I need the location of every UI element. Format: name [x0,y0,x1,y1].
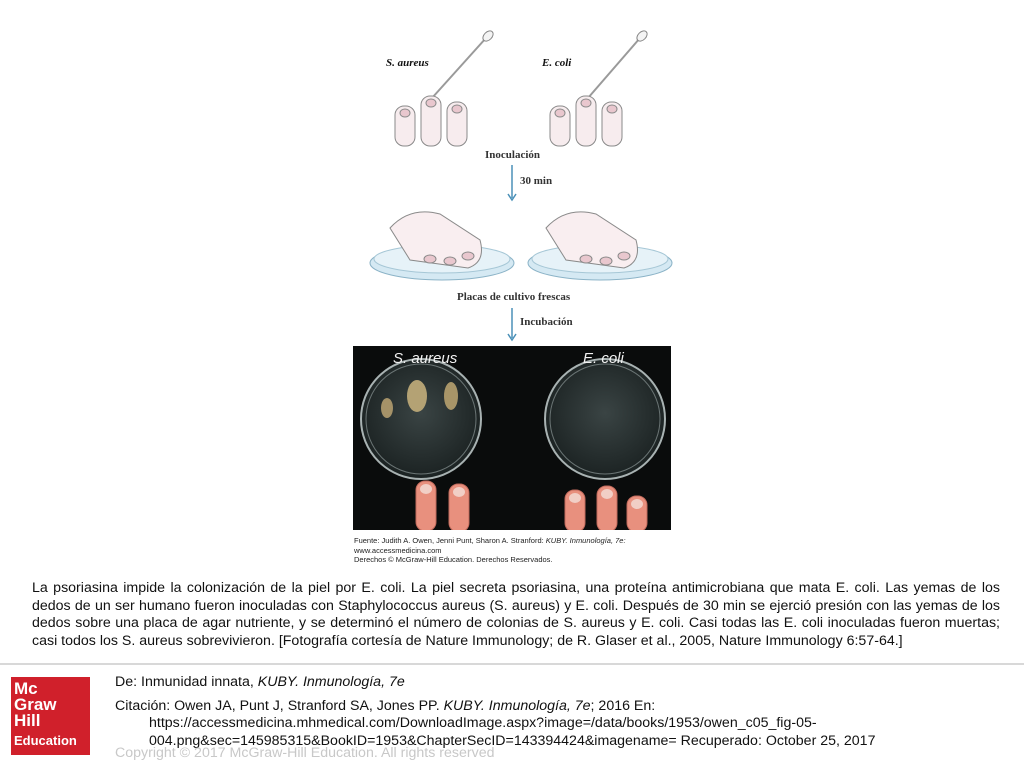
culture-plates-image [360,358,666,530]
mcgraw-hill-logo: Mc Graw Hill Education [11,677,90,755]
figure: S. aureus E. coli Inoculación 30 min Pla… [350,18,680,565]
source-line: De: Inmunidad innata, KUBY. Inmunología,… [115,674,405,690]
swab-left-icon [431,30,494,99]
culture-photo: S. aureus E. coli [353,346,671,530]
copyright-notice: Copyright © 2017 McGraw-Hill Education. … [115,745,495,761]
reference-block: De: Inmunidad innata, KUBY. Inmunología,… [115,674,1015,750]
swab-label-left: S. aureus [386,57,429,69]
figure-credit: Fuente: Judith A. Owen, Jenni Punt, Shar… [354,536,654,565]
credit-line-3: Derechos © McGraw-Hill Education. Derech… [354,555,553,564]
figure-caption: La psoriasina impide la colonización de … [32,580,1000,649]
credit-line-2: www.accessmedicina.com [354,545,442,555]
photo-label-right: E. coli [583,350,624,367]
citation-url-line-1: https://accessmedicina.mhmedical.com/Dow… [149,715,817,731]
citation-line: Citación: Owen JA, Punt J, Stranford SA,… [115,697,656,714]
plate-left-icon [369,211,515,281]
arrow-down-icon [507,165,517,202]
credit-line-1: Fuente: Judith A. Owen, Jenni Punt, Shar… [354,536,626,545]
fingers-right-icon [549,95,623,147]
arrow-down-icon [507,308,517,342]
photo-label-left: S. aureus [393,350,458,367]
time-label: 30 min [520,175,553,187]
divider [0,663,1024,665]
step-inoculation: Inoculación [485,149,541,161]
swab-right-icon [587,30,648,99]
fingers-left-icon [394,95,468,147]
step-incubation: Incubación [520,316,573,328]
swab-label-right: E. coli [542,57,572,69]
plates-label: Placas de cultivo frescas [457,291,571,303]
inoculation-diagram [369,30,673,342]
citation-url-line-2: 004.png&sec=145985315&BookID=1953&Chapte… [149,732,876,749]
plate-right-icon [527,211,673,281]
